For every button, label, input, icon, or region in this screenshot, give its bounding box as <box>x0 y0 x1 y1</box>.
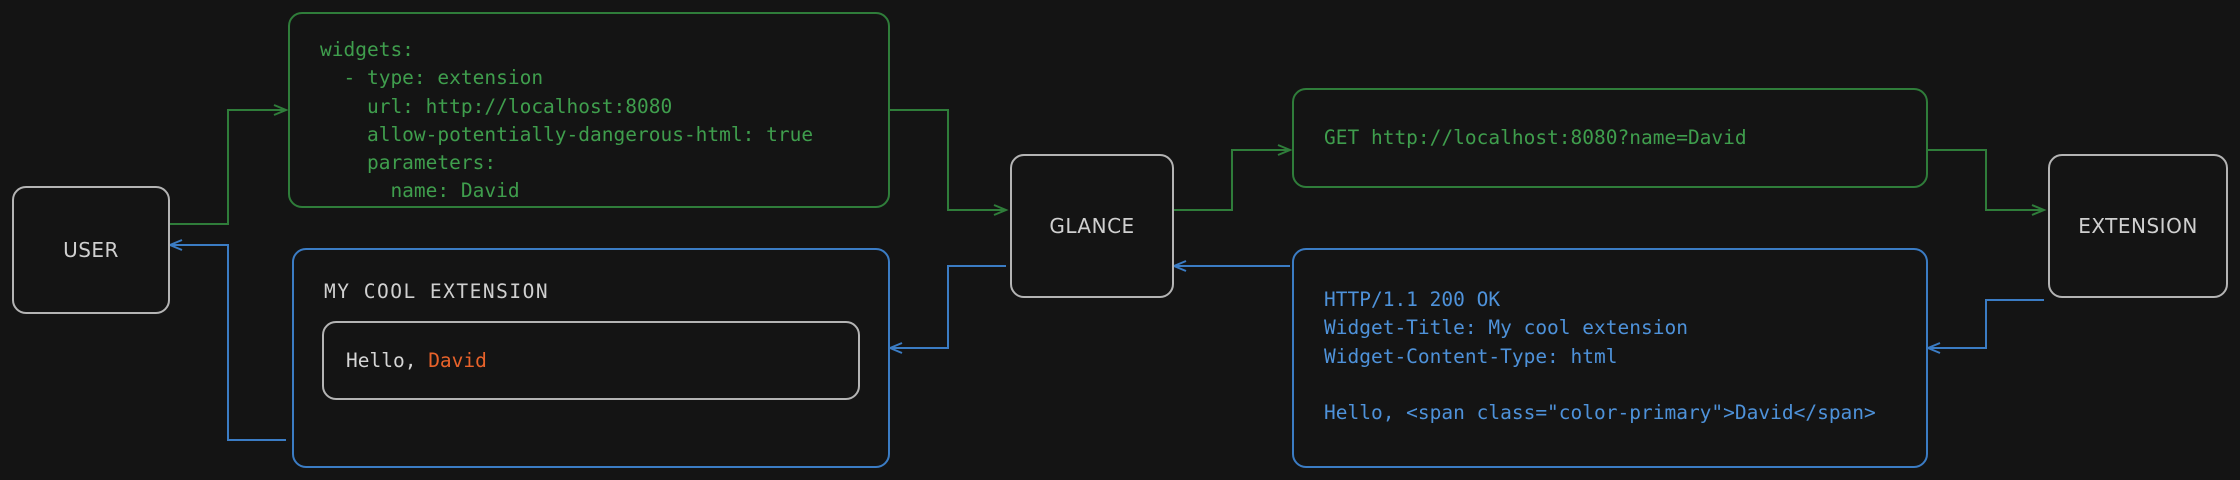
connector-config-to-glance <box>890 109 1009 216</box>
http-response-block: HTTP/1.1 200 OK Widget-Title: My cool ex… <box>1292 248 1928 468</box>
config-yaml-text: widgets: - type: extension url: http://l… <box>320 38 814 203</box>
node-user-label: USER <box>63 238 119 262</box>
widget-card-text: Hello, David <box>346 349 858 372</box>
connector-user-to-config <box>170 104 289 225</box>
config-yaml-block: widgets: - type: extension url: http://l… <box>288 12 890 208</box>
http-request-text: GET http://localhost:8080?name=David <box>1324 125 1747 149</box>
widget-greeting-text: Hello, <box>346 349 429 372</box>
http-response-text: HTTP/1.1 200 OK Widget-Title: My cool ex… <box>1324 288 1876 425</box>
rendered-widget-block: MY COOL EXTENSION Hello, David <box>292 248 890 468</box>
connector-glance-to-request <box>1174 144 1293 211</box>
node-user[interactable]: USER <box>12 186 170 314</box>
connector-widget-to-user <box>167 239 286 441</box>
node-extension-label: EXTENSION <box>2078 214 2198 238</box>
connector-request-to-extension <box>1928 149 2047 216</box>
connector-extension-to-response <box>1925 299 2044 354</box>
node-glance[interactable]: GLANCE <box>1010 154 1174 298</box>
widget-card: Hello, David <box>322 321 860 400</box>
node-glance-label: GLANCE <box>1049 214 1135 238</box>
connector-glance-to-widget <box>887 265 1006 354</box>
http-request-block: GET http://localhost:8080?name=David <box>1292 88 1928 188</box>
widget-title: MY COOL EXTENSION <box>324 280 550 303</box>
widget-name-value: David <box>428 349 487 372</box>
node-extension[interactable]: EXTENSION <box>2048 154 2228 298</box>
